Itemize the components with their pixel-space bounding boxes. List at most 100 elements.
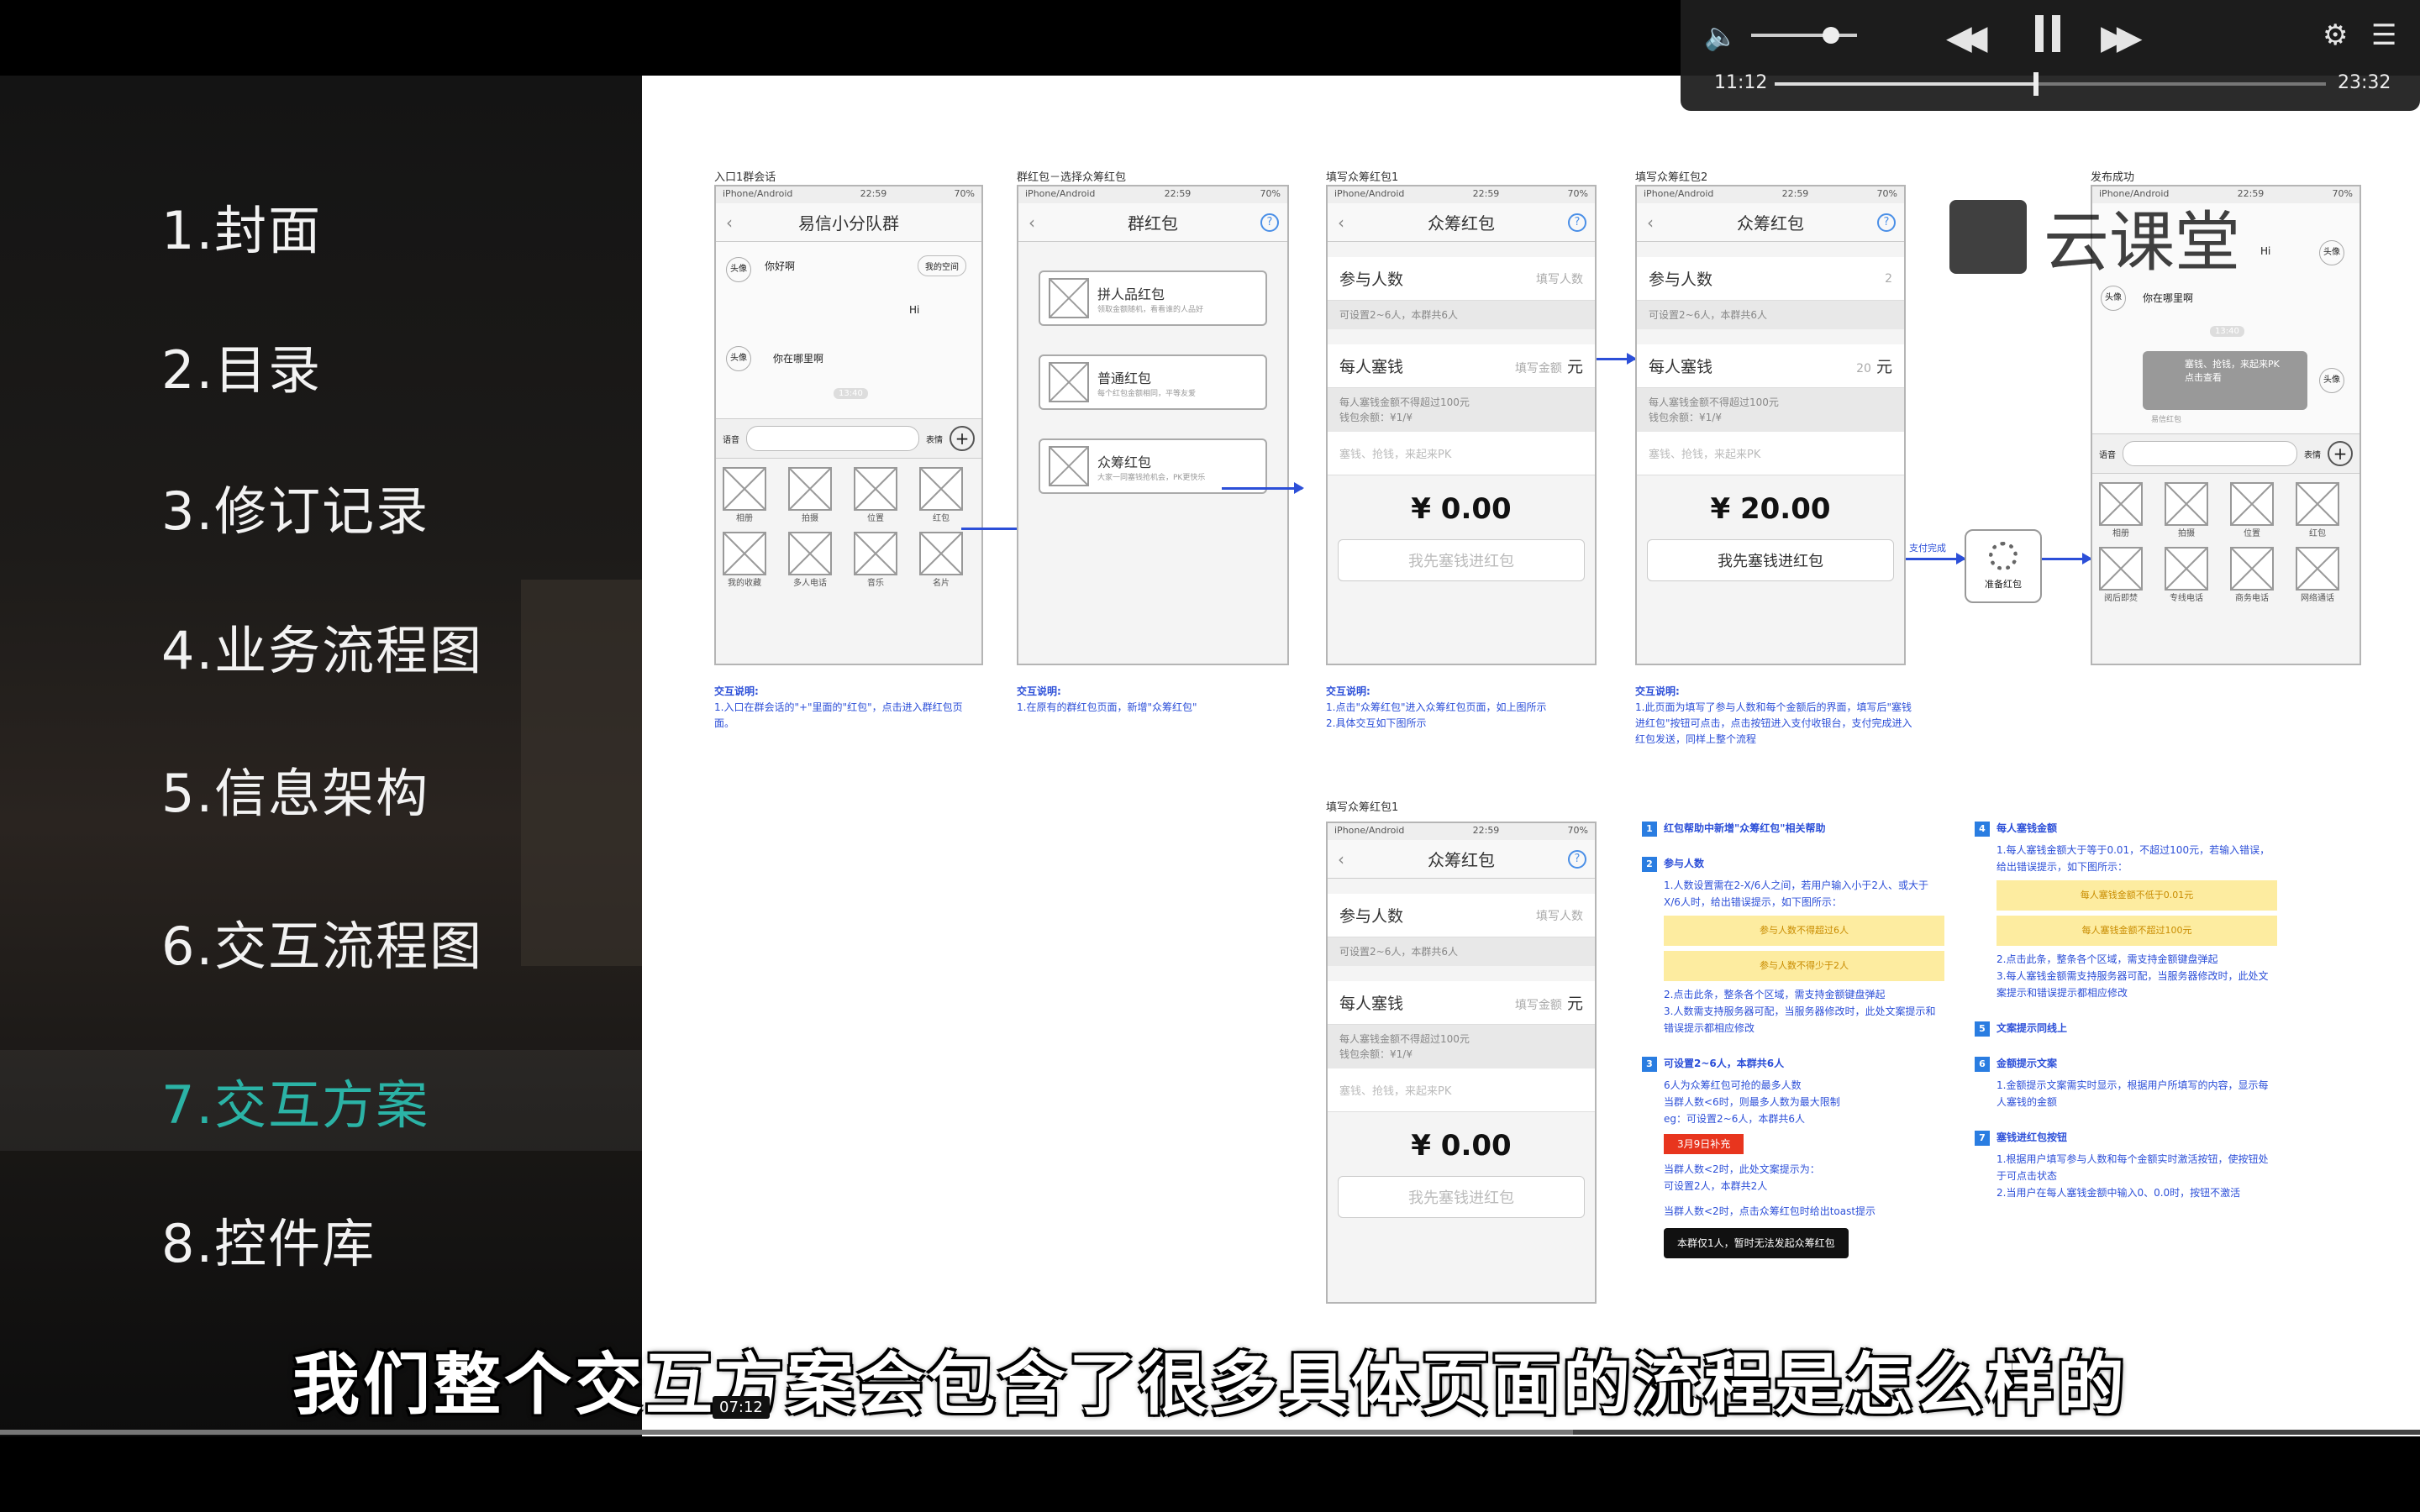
chat-bubble: 你好啊	[765, 260, 796, 272]
flow-arrow	[1597, 353, 1637, 365]
plugin-item: 位置	[2228, 482, 2275, 538]
current-time: 11:12	[1714, 72, 1768, 93]
back-icon: ‹	[1028, 212, 1035, 233]
plugin-label: 网络通话	[2301, 594, 2334, 603]
packet-text: 众筹红包大家一同塞钱抢机会，PK更快乐	[1097, 451, 1205, 482]
plugin-item: 拍摄	[2163, 482, 2210, 538]
carrier: iPhone/Android	[723, 188, 793, 199]
rewind-icon[interactable]: ◀◀	[1946, 18, 1987, 57]
screen-caption: 入口1群会话	[714, 171, 776, 184]
money-label: 每人塞钱	[1339, 995, 1404, 1013]
annotation-line: 当群人数<2时，此处文案提示为：	[1664, 1163, 1820, 1175]
note-text: 1.在原有的群红包页面，新增"众筹红包"	[1017, 701, 1197, 713]
chapters-list-icon[interactable]: ☰	[2371, 18, 2397, 52]
plugin-item: 相册	[721, 467, 768, 523]
back-icon: ‹	[1647, 212, 1654, 233]
annotation-line: 2.点击此条，整条各个区域，需支持金额键盘弹起	[1664, 989, 1886, 1000]
note-title: 交互说明:	[1326, 685, 1370, 697]
moment-button: 我的空间	[918, 255, 966, 276]
note-text: 1.入口在群会话的"+"里面的"红包"，点击进入群红包页面。	[714, 701, 963, 729]
nav-bar: ‹群红包?	[1018, 203, 1287, 242]
annotation-title: 参与人数	[1664, 858, 1705, 869]
watermark-text: 云课堂	[2044, 205, 2241, 281]
placeholder-image-icon	[788, 532, 832, 575]
annotation-number: 6	[1975, 1057, 1990, 1072]
plugin-label: 音乐	[867, 579, 884, 588]
error-toast-example: 参与人数不得超过6人	[1664, 916, 1944, 946]
progress-slider[interactable]	[1775, 72, 2326, 96]
clock: 22:59	[1164, 188, 1192, 199]
plugin-item: 位置	[852, 467, 899, 523]
clock: 22:59	[1781, 188, 1809, 199]
amount-display: ¥ 0.00	[1411, 492, 1512, 526]
battery: 70%	[2332, 188, 2353, 199]
status-bar: iPhone/Android 22:59 70%	[2092, 186, 2360, 203]
avatar: 头像	[726, 346, 751, 371]
annotation-line: 1.人数设置需在2-X/6人之间，若用户输入小于2人、或大于X/6人时，给出错误…	[1664, 879, 1928, 908]
annotation-line: 2.点击此条，整条各个区域，需支持金额键盘弹起	[1996, 953, 2218, 965]
flow-arrow	[1906, 553, 1966, 564]
battery: 70%	[1567, 825, 1588, 836]
fast-forward-icon[interactable]: ▶▶	[2101, 18, 2142, 57]
volume-icon[interactable]: 🔈	[1704, 20, 1738, 52]
toc-item-interaction-plan: 7.交互方案	[0, 1050, 642, 1151]
pause-icon[interactable]	[2032, 15, 2065, 52]
video-seek-bar[interactable]	[0, 1430, 2420, 1435]
plugin-grid: 相册拍摄位置红包阅后即焚专线电话商务电话网络通话	[2092, 474, 2360, 612]
book-icon	[1949, 200, 2027, 274]
volume-slider[interactable]	[1751, 34, 1857, 37]
nav-title: 众筹红包	[1428, 850, 1495, 870]
battery: 70%	[1260, 188, 1281, 199]
voice-button: 语音	[723, 435, 739, 445]
packet-title: 众筹红包	[1097, 454, 1152, 470]
help-icon: ?	[1568, 213, 1586, 232]
annotation-line: 3.人数需支持服务器可配，当服务器修改时，此处文案提示和错误提示都相应修改	[1664, 1005, 1936, 1034]
carrier: iPhone/Android	[1025, 188, 1096, 199]
money-value: 20	[1856, 362, 1871, 375]
battery: 70%	[954, 188, 975, 199]
people-value: 2	[1885, 271, 1892, 286]
placeholder-image-icon	[2230, 547, 2274, 591]
message-row: 塞钱、抢钱，来起来PK	[1637, 432, 1904, 475]
note-title: 交互说明:	[714, 685, 759, 697]
toc-item-widget-library: 8.控件库	[0, 1193, 642, 1285]
unit: 元	[1566, 995, 1583, 1013]
card-subtitle: 点击查看	[2185, 372, 2222, 383]
nav-bar: ‹众筹红包?	[1637, 203, 1904, 242]
annotation-title: 红包帮助中新增"众筹红包"相关帮助	[1664, 822, 1826, 834]
placeholder-image-icon	[2099, 547, 2143, 591]
money-row: 每人塞钱填写金额 元	[1328, 344, 1595, 388]
packet-icon	[1049, 278, 1089, 318]
money-placeholder: 填写金额	[1514, 999, 1562, 1012]
loading-label: 准备红包	[1985, 579, 2022, 590]
message-row: 塞钱、抢钱，来起来PK	[1328, 432, 1595, 475]
carrier: iPhone/Android	[2099, 188, 2170, 199]
toc-label: 2.目录	[161, 339, 323, 401]
placeholder-image-icon	[2165, 482, 2208, 526]
gear-icon[interactable]: ⚙	[2323, 18, 2349, 52]
chat-bubble: 你在哪里啊	[773, 353, 824, 365]
volume-knob[interactable]	[1822, 27, 1839, 44]
plugin-item: 我的收藏	[721, 532, 768, 588]
plugin-label: 相册	[2112, 529, 2129, 538]
spinner-icon	[1989, 542, 2018, 570]
message-input	[746, 426, 919, 451]
back-icon: ‹	[1338, 848, 1344, 869]
interaction-note: 交互说明: 1.入口在群会话的"+"里面的"红包"，点击进入群红包页面。	[714, 684, 975, 732]
toc-label: 3.修订记录	[161, 480, 430, 542]
seek-hover-time: 07:12	[713, 1396, 770, 1419]
annotation-line: 6人为众筹红包可抢的最多人数	[1664, 1079, 1802, 1091]
clock: 22:59	[2237, 188, 2265, 199]
message-row: 塞钱、抢钱，来起来PK	[1328, 1068, 1595, 1112]
packet-option: 众筹红包大家一同塞钱抢机会，PK更快乐	[1039, 438, 1267, 494]
progress-knob[interactable]	[2033, 72, 2039, 96]
screen-caption: 填写众筹红包1	[1326, 801, 1399, 814]
